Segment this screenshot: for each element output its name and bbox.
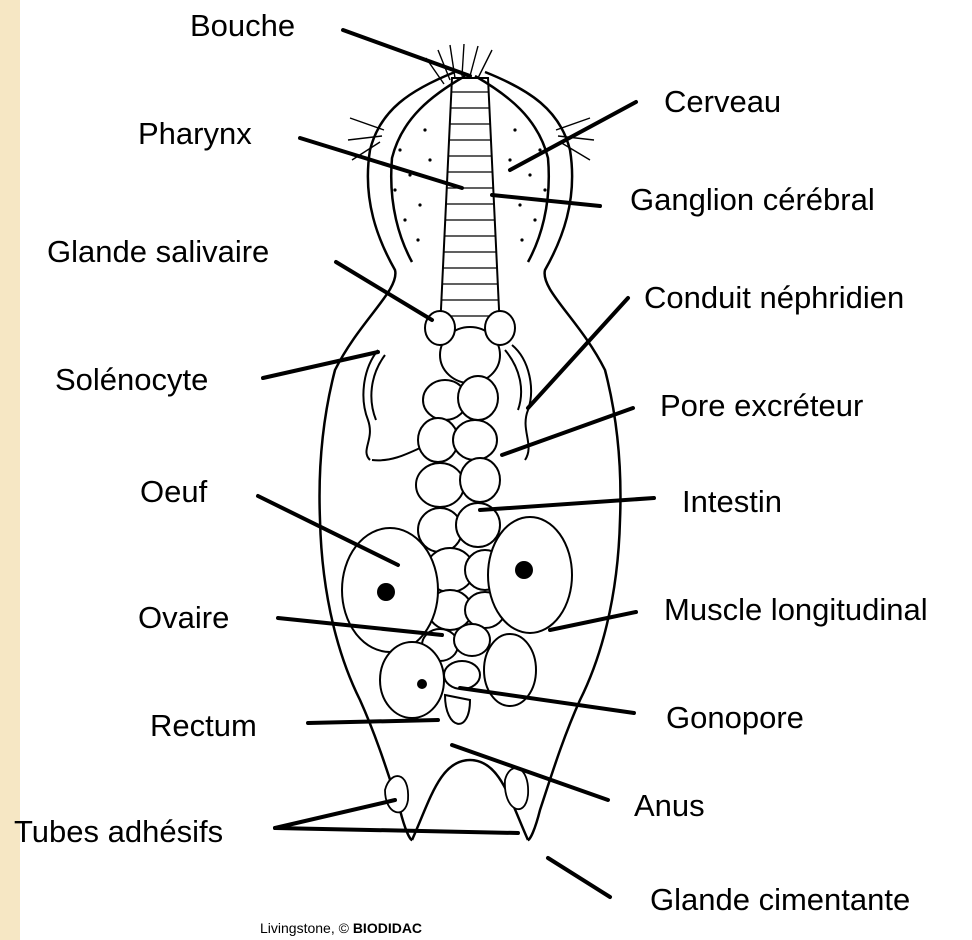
image-credit: Livingstone, © BIODIDAC	[260, 920, 422, 936]
label-glande-salivaire: Glande salivaire	[47, 236, 269, 267]
adhesive-tubes	[385, 768, 528, 812]
label-bouche: Bouche	[190, 10, 295, 41]
label-pore-excreteur: Pore excréteur	[660, 390, 863, 421]
label-solenocyte: Solénocyte	[55, 364, 208, 395]
rectum-shape	[444, 661, 480, 724]
label-rectum: Rectum	[150, 710, 257, 741]
label-pharynx: Pharynx	[138, 118, 252, 149]
label-muscle-longitudinal: Muscle longitudinal	[664, 594, 928, 625]
label-cerveau: Cerveau	[664, 86, 781, 117]
label-intestin: Intestin	[682, 486, 782, 517]
label-ganglion-cerebral: Ganglion cérébral	[630, 184, 875, 215]
label-oeuf: Oeuf	[140, 476, 207, 507]
label-anus: Anus	[634, 790, 705, 821]
label-conduit-nephridien: Conduit néphridien	[644, 282, 904, 313]
label-glande-cimentante: Glande cimentante	[650, 884, 910, 915]
label-gonopore: Gonopore	[666, 702, 804, 733]
label-tubes-adhesifs: Tubes adhésifs	[14, 816, 223, 847]
credit-author: Livingstone, ©	[260, 920, 349, 936]
head-tissue	[393, 128, 546, 241]
label-ovaire: Ovaire	[138, 602, 229, 633]
leader-lines	[258, 30, 654, 897]
credit-source: BIODIDAC	[353, 920, 422, 936]
